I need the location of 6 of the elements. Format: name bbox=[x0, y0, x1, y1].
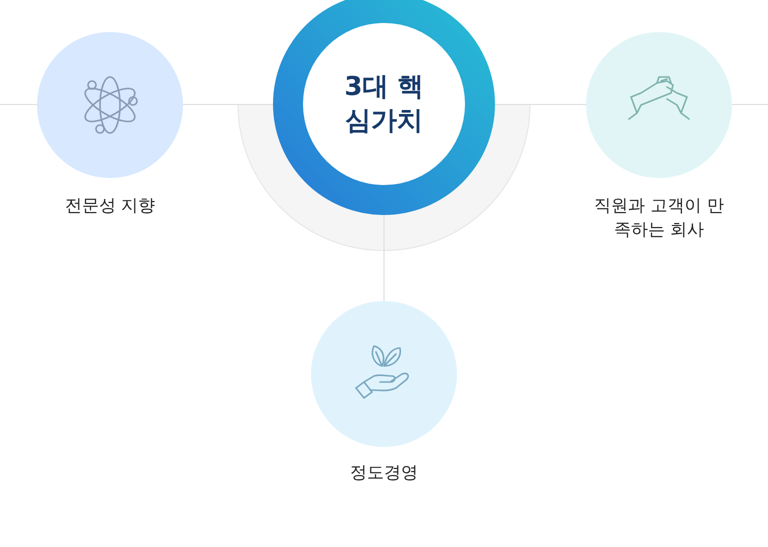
connector-line bbox=[494, 104, 586, 105]
value-label: 직원과 고객이 만족하는 회사 bbox=[593, 195, 725, 242]
connector-line bbox=[182, 104, 274, 105]
title-text: 3대 핵심가치 bbox=[343, 71, 425, 138]
value-label: 전문성 지향 bbox=[64, 195, 156, 218]
value-label: 정도경영 bbox=[349, 462, 419, 485]
